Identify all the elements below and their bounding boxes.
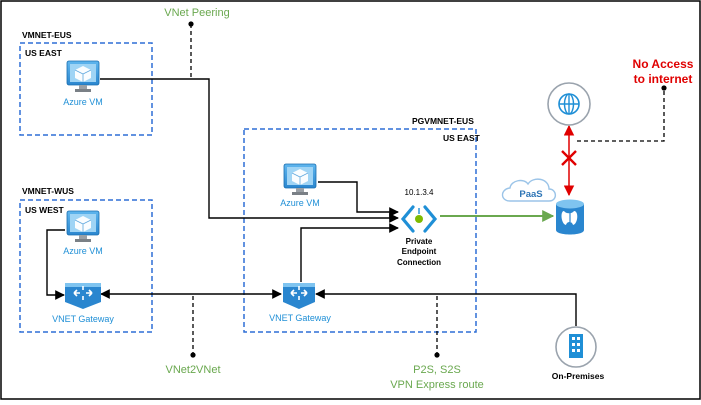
link-gw-pg-to-endpoint — [300, 223, 399, 282]
region-label-wus: US WEST — [25, 205, 65, 215]
azure-vm-wus-label: Azure VM — [63, 246, 103, 256]
pointer-dot-p2s — [434, 352, 440, 358]
pointer-dot-vnet2vnet — [190, 352, 196, 358]
pointer-no-access — [577, 89, 665, 142]
paas-cloud-icon — [501, 178, 557, 202]
endpoint-label-line3: Connection — [397, 258, 441, 267]
p2s-s2s-label: P2S, S2S — [413, 364, 461, 376]
region-box-wus — [19, 199, 153, 333]
link-vm-eus-to-endpoint — [100, 78, 399, 223]
blocked-x-icon — [561, 150, 577, 166]
link-onprem-to-gw-pg — [315, 289, 577, 326]
azure-vm-pg-label: Azure VM — [280, 198, 320, 208]
vnet-gateway-pg-label: VNET Gateway — [269, 313, 331, 323]
region-label-eus: US EAST — [25, 48, 63, 58]
vnet-label-pg: PGVMNET-EUS — [412, 116, 474, 126]
azure-vm-pg-icon — [283, 163, 317, 195]
vnet-label-wus: VMNET-WUS — [22, 186, 74, 196]
internet-globe-icon — [547, 82, 591, 126]
link-vm-pg-to-endpoint — [318, 181, 399, 217]
paas-label: PaaS — [519, 189, 542, 200]
azure-vm-eus-icon — [66, 60, 100, 92]
vnet-gateway-wus-icon — [65, 283, 101, 309]
endpoint-ip-label: 10.1.3.4 — [405, 188, 434, 197]
pointer-dot-no-access — [661, 85, 667, 91]
vnet2vnet-label: VNet2VNet — [165, 364, 220, 376]
azure-vm-eus-label: Azure VM — [63, 97, 103, 107]
postgresql-database-icon — [556, 199, 584, 235]
on-premises-label: On-Premises — [552, 371, 605, 381]
region-box-eus — [19, 42, 153, 136]
region-box-pg — [243, 128, 477, 333]
azure-vm-wus-icon — [66, 210, 100, 242]
private-endpoint-icon — [400, 205, 438, 233]
region-label-pg: US EAST — [443, 133, 481, 143]
on-premises-building-icon — [555, 326, 597, 368]
endpoint-label-line2: Endpoint — [402, 247, 437, 256]
pointer-dot-vnet-peering — [188, 21, 194, 27]
endpoint-label-line1: Private — [406, 237, 433, 246]
vnet-gateway-pg-icon — [283, 283, 315, 309]
link-vm-wus-to-gw-wus — [46, 229, 65, 300]
vpn-express-route-label: VPN Express route — [390, 379, 484, 391]
vnet-peering-label: VNet Peering — [164, 7, 229, 19]
no-access-label-line2: to internet — [634, 72, 693, 86]
vnet-label-eus: VMNET-EUS — [22, 30, 72, 40]
no-access-label-line1: No Access — [633, 57, 694, 71]
vnet-gateway-wus-label: VNET Gateway — [52, 314, 114, 324]
